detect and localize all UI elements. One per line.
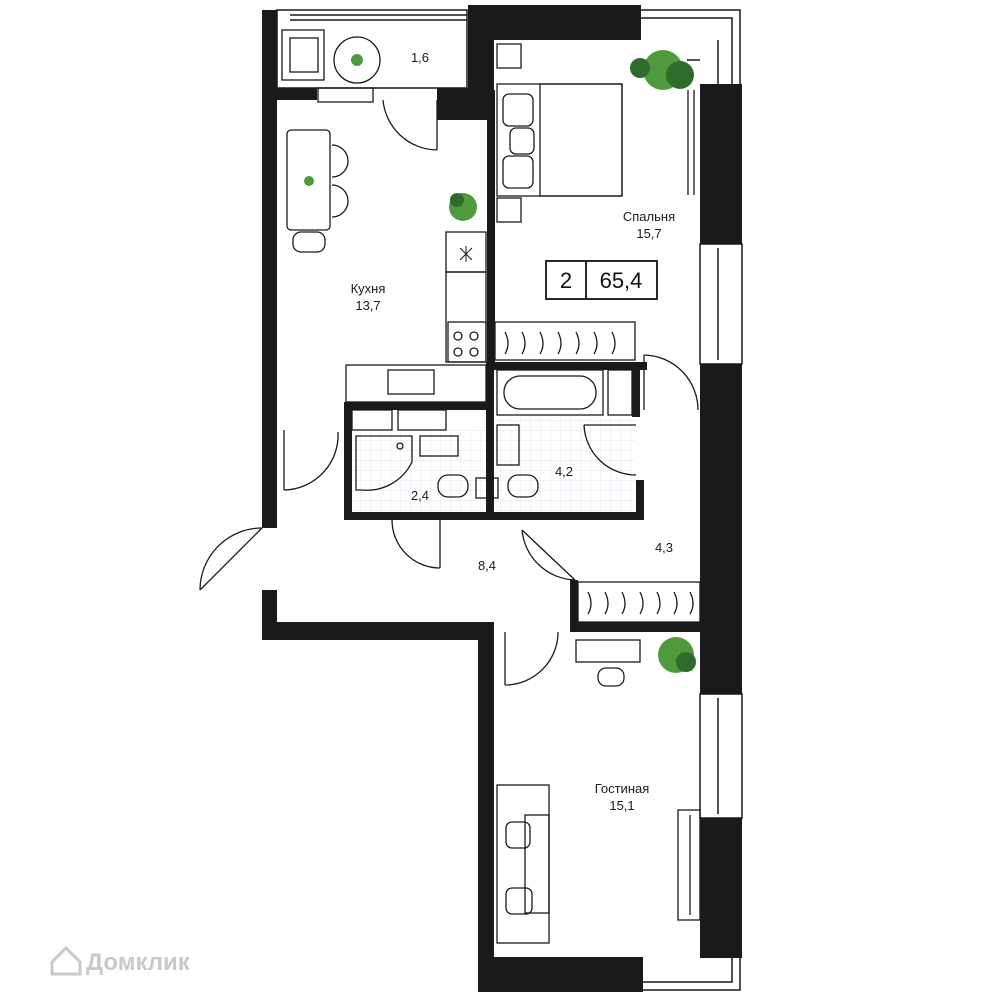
- kitchen-sink: [387, 369, 435, 395]
- balcony-area: 1,6: [411, 50, 429, 65]
- balcony-furniture: [281, 29, 381, 103]
- wardrobe: [494, 321, 636, 361]
- total-area: 65,4: [600, 268, 643, 293]
- bed: [496, 83, 623, 197]
- plant-icon: [351, 54, 363, 66]
- dining-table: [286, 129, 331, 231]
- living-plant-icon: [658, 637, 696, 673]
- rooms-count: 2: [560, 268, 572, 293]
- hall-area: 8,4: [478, 558, 496, 573]
- stove: [447, 321, 487, 363]
- room-labels: 1,6 Кухня 13,7 Спальня 15,7 2,4 4,2 8,4 …: [351, 50, 676, 813]
- bedroom-plant-icon: [630, 50, 694, 90]
- bathroom-fixtures: [355, 369, 633, 499]
- wardrobe-hall-area: 4,3: [655, 540, 673, 555]
- hall-wardrobe: [577, 581, 701, 623]
- bathroom-small-area: 2,4: [411, 488, 429, 503]
- bathtub: [496, 369, 604, 416]
- large-sink: [496, 424, 520, 466]
- kitchen-counter-bottom: [345, 364, 487, 403]
- tv-stand: [677, 809, 701, 921]
- watermark: Домклик: [50, 945, 191, 976]
- kitchen-plant-icon: [304, 176, 477, 221]
- bedroom-name: Спальня: [623, 209, 675, 224]
- bedroom-area: 15,7: [636, 226, 661, 241]
- walls: [262, 5, 742, 992]
- sofa: [496, 784, 550, 944]
- windows: [276, 9, 743, 991]
- bedroom-furniture: [494, 43, 695, 361]
- kitchen-name: Кухня: [351, 281, 386, 296]
- counter: [445, 271, 487, 363]
- snowflake-icon: [459, 246, 473, 262]
- bathroom-large-area: 4,2: [555, 464, 573, 479]
- small-toilet: [437, 474, 469, 498]
- desk: [575, 639, 641, 663]
- shower: [355, 435, 413, 491]
- kitchen-furniture: [286, 129, 487, 431]
- apartment-badge: 2 65,4: [545, 260, 658, 300]
- living-name: Гостиная: [595, 781, 650, 796]
- living-area: 15,1: [609, 798, 634, 813]
- large-toilet: [507, 474, 539, 498]
- balcony-chair: [281, 29, 325, 81]
- living-furniture: [496, 639, 701, 944]
- nightstand: [496, 43, 522, 69]
- doors: [199, 99, 699, 686]
- house-logo-icon: [50, 945, 82, 976]
- watermark-text: Домклик: [86, 949, 191, 976]
- balcony-table: [333, 36, 381, 84]
- small-sink: [419, 435, 459, 457]
- kitchen-area: 13,7: [355, 298, 380, 313]
